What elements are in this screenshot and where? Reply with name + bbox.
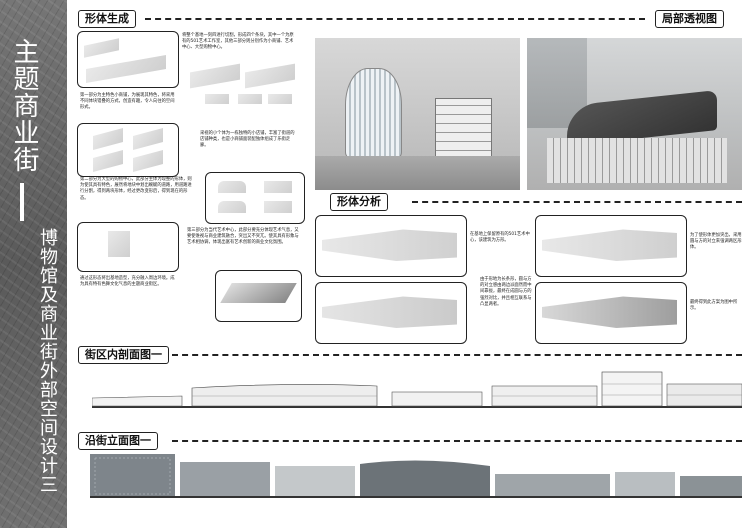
- ground-line: [92, 406, 742, 408]
- building-elevation: [360, 460, 490, 496]
- massing-sketch: [205, 94, 229, 104]
- sidebar-texture: [0, 0, 67, 528]
- building-section: [191, 384, 378, 407]
- building-elevation: [615, 472, 675, 496]
- analysis-text-3: 由于形地为长条形，圆与方的对立感由两边派面然而中间靠拢，最终在成圆与方的强烈对比…: [480, 277, 532, 307]
- building-block: [435, 98, 492, 160]
- analysis-text-4: 最终得到此方案为图中所示。: [690, 300, 738, 312]
- final-scheme-box: [215, 270, 302, 322]
- facade-grid: [94, 457, 171, 495]
- title-divider: [20, 183, 24, 221]
- form-step-1-text: 将整个基地一刻四进行切割，形成四个条块，其中一个为原有的501艺术工作室，其他三…: [182, 33, 294, 51]
- site-plan: [542, 229, 677, 261]
- massing-sketch: [220, 283, 297, 303]
- massing-sketch: [93, 127, 123, 151]
- form-step-3-box: [77, 123, 179, 177]
- massing-sketch: [218, 201, 246, 213]
- form-step-6-text: 通过这形态将出基地造型，充分融入周边环境。成为具有特有色舞文化气息的主题商业街区…: [80, 276, 175, 288]
- building-facade: [547, 138, 727, 183]
- header-form-gen: 形体生成: [78, 10, 136, 28]
- main-title: 主题商业街: [9, 38, 39, 173]
- form-step-5-box: [77, 222, 179, 272]
- divider: [412, 201, 742, 203]
- massing-sketch: [190, 63, 240, 89]
- massing-sketch: [268, 94, 292, 104]
- header-street-elevation: 沿街立面图一: [78, 432, 158, 450]
- sub-title: 博物馆及商业街外部空间设计三: [37, 228, 58, 494]
- analysis-text-1: 在基地上保留原有的501艺术中心，该建筑为方形。: [470, 232, 530, 244]
- building-elevation: [180, 462, 270, 496]
- street-section-drawing: [92, 371, 742, 408]
- divider: [145, 18, 645, 20]
- massing-sketch: [93, 149, 123, 173]
- massing-sketch: [245, 63, 295, 89]
- divider: [172, 354, 742, 356]
- header-street-section: 街区内剖面图一: [78, 346, 169, 364]
- building-elevation: [680, 476, 742, 496]
- header-form-analysis: 形体分析: [330, 193, 388, 211]
- form-step-3-text: 采视的小个体为一栋独特的小店铺，丰富了街道的店铺种类，也是小商铺面装配独体组成了…: [200, 131, 295, 149]
- ground-plane: [315, 156, 520, 190]
- massing-sketch: [133, 149, 163, 173]
- massing-sketch: [218, 181, 246, 193]
- street-elevation-drawing: [90, 454, 742, 498]
- site-plan: [322, 296, 457, 328]
- building-section: [601, 371, 663, 407]
- form-step-5-text: 第三部分为当代艺术中心，此部分要充分体现艺术气息，又要使谁视与商业建筑融合，突出…: [187, 228, 299, 246]
- building-section: [92, 395, 183, 407]
- ground-line: [90, 496, 742, 498]
- massing-sketch: [108, 231, 130, 257]
- analysis-box-4: [535, 282, 687, 344]
- perspective-render-1: [315, 38, 520, 190]
- floor-lines: [192, 383, 742, 397]
- form-step-4-box: [205, 172, 305, 224]
- massing-sketch: [133, 127, 163, 151]
- divider: [172, 440, 742, 442]
- massing-sketch: [264, 181, 292, 193]
- site-plan: [542, 296, 677, 328]
- building-elevation: [275, 466, 355, 496]
- massing-sketch: [264, 201, 292, 213]
- site-plan: [322, 229, 457, 261]
- massing-sketch: [238, 94, 262, 104]
- building-elevation: [90, 454, 175, 496]
- analysis-text-2: 为了使形体更加突出，采用圆与方的对立来强调两区形体。: [690, 233, 742, 251]
- analysis-box-3: [315, 282, 467, 344]
- form-step-4-text: 第二部分为大型的购物中心，此部分主体为现整的形体，则为使其具有特色，展然将地块中…: [80, 177, 192, 201]
- perspective-render-2: [527, 38, 742, 190]
- building-section: [391, 391, 483, 407]
- form-step-1-box: [77, 31, 179, 88]
- analysis-box-2: [535, 215, 687, 277]
- header-local-view: 局部透视图: [655, 10, 724, 28]
- sidebar: 主题商业街 博物馆及商业街外部空间设计三: [0, 0, 67, 528]
- glass-tower: [345, 68, 402, 160]
- massing-sketch: [84, 38, 119, 58]
- massing-sketch: [86, 54, 166, 84]
- analysis-box-1: [315, 215, 467, 277]
- building-elevation: [495, 474, 610, 496]
- form-step-2-text: 第一部分为主特色小商铺，为展现其特色，将采用不同体块错叠的方式，创造有趣，令人向…: [80, 93, 175, 111]
